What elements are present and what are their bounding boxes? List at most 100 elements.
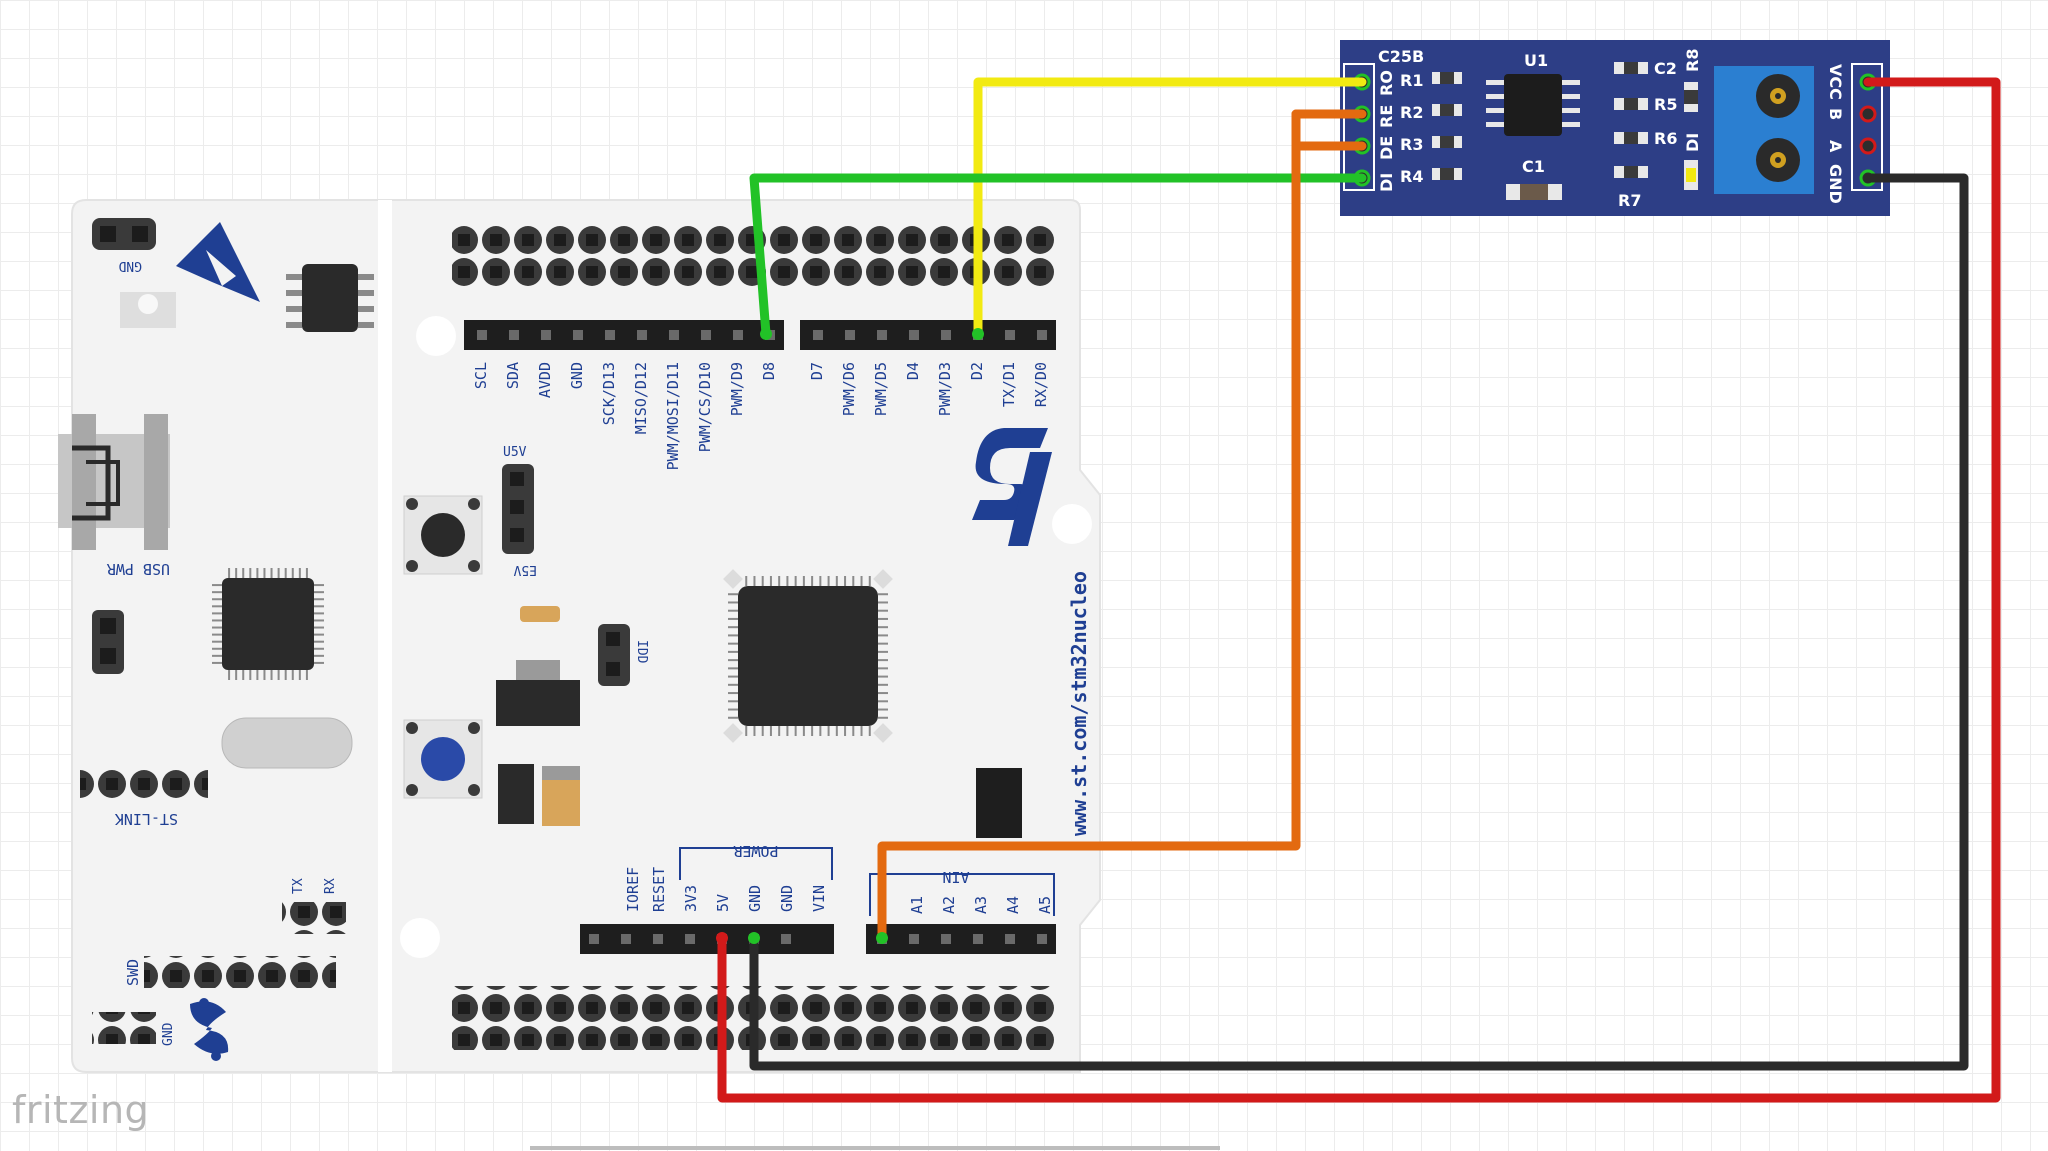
resistor-label-r4: R4 — [1400, 167, 1423, 186]
pin-label-sda: SDA — [504, 362, 522, 389]
stlink-header[interactable] — [80, 770, 208, 802]
resistor-label-r2: R2 — [1400, 103, 1423, 122]
module-left-header — [1343, 63, 1375, 191]
rs485-module[interactable]: C25B RO RE DE DI R1 R2 R3 R4 U1 — [1340, 40, 1890, 216]
label-r5: R5 — [1654, 95, 1677, 114]
diode — [498, 764, 534, 824]
pin-label-d1: TX/D1 — [1000, 362, 1018, 407]
pin-label-gnd2: GND — [778, 885, 796, 912]
pin-label-a0: A1 — [908, 896, 926, 914]
pin-label-d11: PWM/MOSI/D11 — [664, 362, 682, 470]
stlink-separator — [378, 200, 392, 1072]
mcu-chip — [723, 569, 893, 743]
pin-label-d5: PWM/D5 — [872, 362, 890, 416]
wire-di-to-d8[interactable] — [749, 173, 1367, 339]
pin-label-reset: RESET — [650, 867, 668, 912]
rx-label: RX — [323, 878, 338, 894]
power-bracket — [679, 847, 833, 880]
terminal-block[interactable] — [1714, 66, 1814, 194]
analog-group-label: AIN — [942, 868, 969, 886]
resistor-label-r1: R1 — [1400, 71, 1423, 90]
pin-label-d12: MISO/D12 — [632, 362, 650, 434]
module-pin-label-de: DE — [1377, 136, 1396, 160]
stlink-label: ST-LINK — [115, 810, 178, 828]
label-group-power: IOREF RESET 3V3 5V GND GND VIN POWER — [624, 842, 833, 912]
stlink-crystal — [221, 717, 353, 769]
usb-connector[interactable] — [58, 414, 170, 550]
pin-label-d3: PWM/D3 — [936, 362, 954, 416]
label-c2: C2 — [1654, 59, 1677, 78]
pin-label-d10: PWM/CS/D10 — [696, 362, 714, 452]
label-group-analog: A1 A2 A3 A4 A5 AIN — [869, 868, 1055, 916]
label-r7: R7 — [1618, 191, 1641, 210]
pin-label-d13: SCK/D13 — [600, 362, 618, 425]
module-pin-label-gnd: GND — [1826, 164, 1845, 204]
module-pin-label-ro: RO — [1377, 70, 1396, 96]
module-pin-a[interactable] — [1859, 137, 1877, 155]
nucleo-board[interactable]: SCL SDA AVDD GND SCK/D13 MISO/D12 PWM/MO… — [58, 199, 1101, 1073]
pin-label-a4: A4 — [1004, 896, 1022, 914]
label-group-d7-d0: D7 PWM/D6 PWM/D5 D4 PWM/D3 D2 TX/D1 RX/D… — [808, 362, 1050, 416]
resistor-label-r3: R3 — [1400, 135, 1423, 154]
horizontal-scrollbar[interactable] — [530, 1146, 1220, 1150]
pin-label-d8: D8 — [760, 362, 778, 380]
module-right-header — [1851, 63, 1883, 191]
user-button[interactable] — [403, 719, 483, 799]
mount-hole — [1052, 504, 1092, 544]
wire-gnd-to-gnd[interactable] — [749, 173, 1969, 1071]
cap-label-c1: C1 — [1522, 157, 1545, 176]
led-label-di: DI — [1683, 133, 1702, 152]
pin-label-a2: A2 — [940, 896, 958, 914]
power-jumper[interactable] — [502, 464, 534, 554]
pin-label-d4: D4 — [904, 362, 922, 380]
power-group-label: POWER — [732, 842, 778, 860]
st-logo — [972, 428, 1052, 546]
module-pin-label-di: DI — [1377, 173, 1396, 192]
cn-connector — [976, 768, 1022, 838]
arduino-header-d7-d0 — [800, 320, 1056, 350]
wires — [716, 77, 2001, 1103]
crystal-small — [520, 606, 560, 622]
usb-pwr-label: USB PWR — [106, 560, 170, 578]
pin-label-d7: D7 — [808, 362, 826, 380]
stm32-logo — [190, 998, 229, 1061]
module-pin-b[interactable] — [1859, 105, 1877, 123]
pin-label-a3: A3 — [972, 896, 990, 914]
analog-bracket — [869, 873, 1055, 916]
tx-label: TX — [291, 878, 306, 894]
pin-label-gnd1: GND — [746, 885, 764, 912]
wire-de-jumper[interactable] — [1291, 109, 1367, 151]
txrx-header[interactable] — [282, 902, 346, 934]
gnd-bottom-label: GND — [161, 1022, 176, 1046]
pin-label-d0: RX/D0 — [1032, 362, 1050, 407]
st-logo-small — [176, 222, 260, 302]
stlink-eeprom — [286, 264, 374, 332]
transceiver-chip — [1486, 74, 1580, 136]
module-pin-label-b: B — [1826, 108, 1845, 120]
idd-label: IDD — [634, 640, 649, 664]
gnd-header-bottom[interactable] — [92, 1012, 156, 1044]
wire-vcc-to-5v[interactable] — [717, 77, 2001, 1103]
pin-label-avdd: AVDD — [536, 362, 554, 398]
mount-hole — [400, 918, 440, 958]
module-pin-label-vcc: VCC — [1826, 64, 1845, 100]
mount-hole — [416, 316, 456, 356]
pin-label-3v3: 3V3 — [682, 885, 700, 912]
wire-re-de-to-a0[interactable] — [877, 109, 1367, 943]
reset-button[interactable] — [403, 495, 483, 575]
regulator — [496, 680, 580, 726]
idd-jumper[interactable] — [598, 624, 630, 686]
pin-label-a5: A5 — [1036, 896, 1054, 914]
u5v-label: U5V — [503, 445, 527, 460]
smd-right — [1614, 62, 1648, 178]
pin-label-ioref: IOREF — [624, 867, 642, 912]
wire-ro-to-d2[interactable] — [973, 77, 1367, 339]
fritzing-watermark: fritzing — [12, 1088, 150, 1132]
chip-label-u1: U1 — [1524, 51, 1548, 70]
pin-label-d2: D2 — [968, 362, 986, 380]
swd-header[interactable] — [144, 956, 336, 988]
board-url: www.st.com/stm32nucleo — [1067, 571, 1091, 836]
board-body — [71, 199, 1101, 1073]
e5v-label: E5V — [513, 562, 537, 577]
